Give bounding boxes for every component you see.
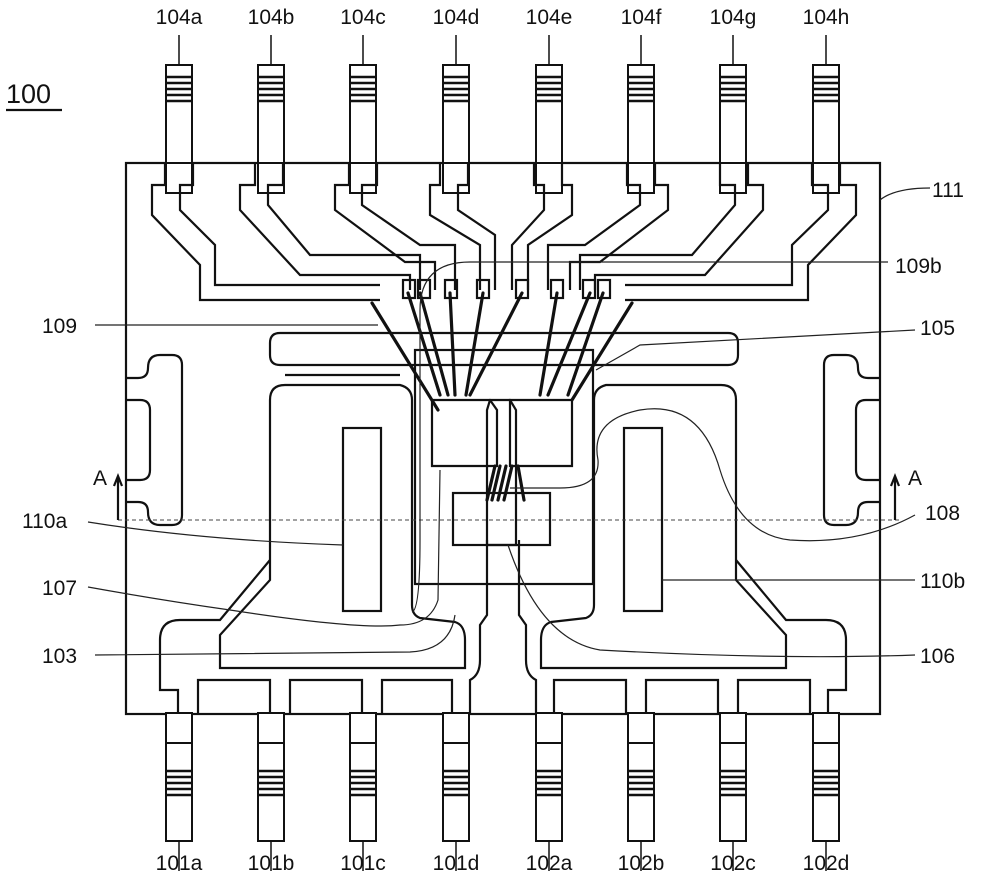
pin-104b bbox=[257, 35, 285, 194]
pin-102a bbox=[535, 712, 563, 871]
die-upper-right bbox=[508, 398, 574, 468]
section-arrow-right bbox=[889, 473, 901, 520]
section-label-right: A bbox=[908, 467, 922, 490]
pin-104f bbox=[627, 35, 655, 194]
lead-traces-bottom bbox=[158, 540, 848, 714]
label-103: 103 bbox=[42, 645, 77, 668]
bottom-leads bbox=[165, 712, 840, 871]
section-label-left: A bbox=[93, 467, 107, 490]
label-109b: 109b bbox=[895, 255, 942, 278]
label-109: 109 bbox=[42, 315, 77, 338]
label-110b: 110b bbox=[920, 570, 965, 593]
chip-window bbox=[413, 348, 595, 586]
bond-wires bbox=[370, 291, 634, 502]
pin-label-102a: 102a bbox=[526, 852, 573, 875]
pin-label-101d: 101d bbox=[433, 852, 480, 875]
pin-101c bbox=[349, 712, 377, 871]
die-upper bbox=[430, 398, 499, 468]
pin-101a bbox=[165, 712, 193, 871]
pin-104e bbox=[535, 35, 563, 194]
right-paddle bbox=[539, 383, 788, 670]
bottom-die bbox=[451, 491, 552, 547]
pin-102c bbox=[719, 712, 747, 871]
label-110a: 110a bbox=[22, 510, 67, 533]
pin-104c bbox=[349, 35, 377, 194]
pin-label-104g: 104g bbox=[710, 6, 757, 29]
leader-lines bbox=[87, 187, 931, 658]
pin-101d bbox=[442, 712, 470, 871]
section-arrow-left bbox=[112, 473, 124, 520]
pin-104d bbox=[442, 35, 470, 194]
pin-label-101b: 101b bbox=[248, 852, 295, 875]
label-106: 106 bbox=[920, 645, 955, 668]
bottom-pin-labels: 101a 101b 101c 101d 102a 102b 102c 102d bbox=[156, 852, 850, 875]
label-111: 111 bbox=[932, 179, 964, 202]
pin-label-102d: 102d bbox=[803, 852, 850, 875]
package-body bbox=[124, 161, 882, 716]
pin-label-104f: 104f bbox=[621, 6, 662, 29]
pin-label-102b: 102b bbox=[618, 852, 665, 875]
pin-104a bbox=[165, 35, 193, 194]
right-tab bbox=[822, 353, 880, 527]
frame-bar bbox=[268, 331, 740, 367]
pin-104h bbox=[812, 35, 840, 194]
left-tab-inner bbox=[126, 398, 152, 482]
label-108: 108 bbox=[925, 502, 960, 525]
pin-label-104d: 104d bbox=[433, 6, 480, 29]
top-leads bbox=[165, 35, 840, 194]
lower-frame-right bbox=[735, 559, 848, 668]
pin-label-104e: 104e bbox=[526, 6, 573, 29]
pin-104g bbox=[719, 35, 747, 194]
pad-left bbox=[341, 426, 383, 613]
pin-102d bbox=[812, 712, 840, 871]
left-tab bbox=[126, 353, 184, 527]
label-107: 107 bbox=[42, 577, 77, 600]
left-paddle bbox=[218, 383, 467, 670]
right-tab-inner bbox=[854, 398, 880, 482]
pin-101b bbox=[257, 712, 285, 871]
pin-label-102c: 102c bbox=[710, 852, 756, 875]
pin-label-101a: 101a bbox=[156, 852, 203, 875]
pin-label-104c: 104c bbox=[340, 6, 386, 29]
label-105: 105 bbox=[920, 317, 955, 340]
lower-frame bbox=[158, 559, 271, 668]
lead-traces-top bbox=[150, 163, 858, 302]
figure-number: 100 bbox=[6, 79, 51, 109]
pin-label-104b: 104b bbox=[248, 6, 295, 29]
pin-label-104h: 104h bbox=[803, 6, 850, 29]
pin-label-104a: 104a bbox=[156, 6, 203, 29]
pin-102b bbox=[627, 712, 655, 871]
top-pin-labels: 104a 104b 104c 104d 104e 104f 104g 104h bbox=[156, 6, 850, 29]
pin-label-101c: 101c bbox=[340, 852, 386, 875]
